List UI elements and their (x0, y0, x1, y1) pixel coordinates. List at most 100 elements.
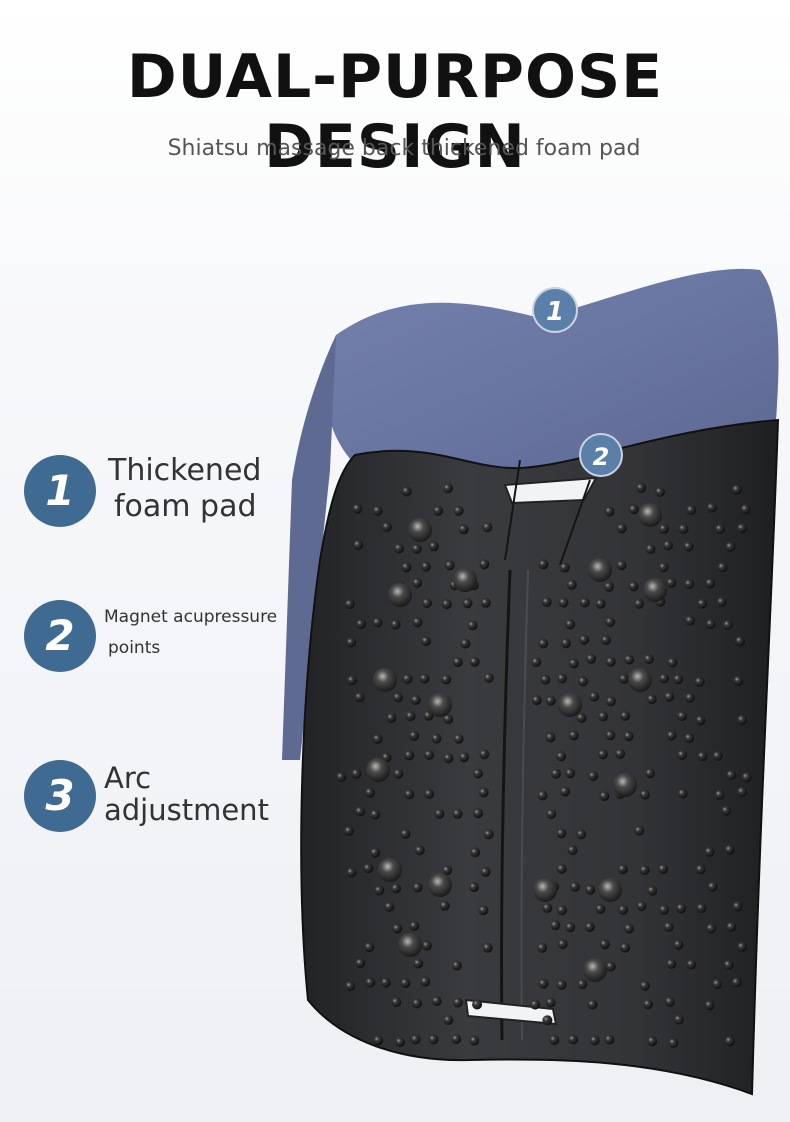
acupressure-dot (451, 960, 462, 971)
acupressure-dot (370, 847, 381, 858)
acupressure-dot (595, 598, 606, 609)
acupressure-dot (694, 676, 705, 687)
acupressure-dot (663, 540, 673, 551)
acupressure-dot (441, 599, 452, 610)
board-center-seam (500, 569, 512, 1041)
acupressure-dot (372, 505, 383, 516)
acupressure-dot (479, 749, 490, 760)
acupressure-dot (618, 673, 629, 684)
acupressure-dot (561, 638, 571, 649)
acupressure-dot (370, 809, 381, 820)
acupressure-dot (737, 714, 747, 725)
feature-number-badge: 2 (24, 600, 96, 672)
acupressure-dot (355, 619, 366, 629)
acupressure-dot (411, 543, 422, 554)
acupressure-dot (346, 675, 357, 686)
bottom-handle (464, 998, 558, 1026)
acupressure-dot (663, 921, 674, 932)
acupressure-dot (595, 904, 606, 914)
acupressure-dot (695, 864, 706, 875)
acupressure-dot (576, 712, 587, 723)
feature-label-line1: Arc (104, 761, 152, 795)
acupressure-dot (431, 733, 442, 744)
acupressure-dot (372, 617, 383, 628)
acupressure-dot (639, 789, 650, 800)
acupressure-dot (472, 999, 483, 1010)
acupressure-dot (422, 598, 432, 609)
acupressure-dot (479, 559, 490, 570)
acupressure-dot (478, 905, 489, 916)
acupressure-dot (624, 654, 635, 665)
acupressure-dot (400, 978, 411, 989)
magnet-node (598, 878, 622, 902)
acupressure-dot (444, 560, 455, 571)
acupressure-dot (352, 503, 363, 514)
acupressure-dot (645, 544, 656, 554)
acupressure-dot (722, 619, 733, 630)
acupressure-dot (404, 789, 415, 800)
acupressure-dot (634, 825, 645, 836)
acupressure-dot (586, 653, 597, 664)
acupressure-dot (616, 560, 627, 571)
acupressure-dot (707, 881, 718, 892)
acupressure-dot (673, 939, 684, 950)
acupressure-dot (402, 673, 413, 684)
acupressure-dot (664, 996, 675, 1007)
callout-magnets: 2 (579, 433, 623, 477)
acupressure-dot (413, 958, 424, 969)
magnet-node (533, 878, 557, 902)
acupressure-dot (420, 976, 431, 987)
acupressure-dot (355, 958, 366, 969)
feature-label-line2: foam pad (114, 489, 257, 524)
strap-lines (504, 459, 591, 566)
acupressure-dots (336, 482, 752, 1048)
acupressure-dot (354, 692, 365, 703)
acupressure-dot (706, 923, 717, 934)
acupressure-dot (549, 1034, 560, 1045)
acupressure-dot (392, 692, 403, 703)
acupressure-dot (433, 505, 444, 516)
acupressure-dot (423, 710, 434, 721)
acupressure-dot (741, 772, 752, 783)
acupressure-dot (372, 733, 383, 744)
acupressure-dot (560, 786, 570, 797)
acupressure-dot (605, 730, 616, 741)
page-title: DUAL-PURPOSE DESIGN (126, 42, 664, 182)
acupressure-dot (336, 772, 347, 782)
acupressure-dot (410, 695, 421, 705)
acupressure-dot (421, 940, 432, 951)
acupressure-dot (483, 829, 494, 840)
acupressure-dot (540, 674, 551, 685)
acupressure-dot (569, 881, 580, 892)
acupressure-dot (684, 733, 695, 744)
magnet-node (428, 693, 452, 717)
acupressure-dot (737, 523, 747, 534)
acupressure-dot (412, 882, 423, 893)
magnet-node (408, 518, 432, 542)
callout-foam-number: 1 (546, 297, 564, 327)
acupressure-dot (646, 694, 657, 705)
acupressure-dot (617, 864, 628, 875)
feature-label-line2: points (108, 638, 161, 658)
acupressure-dot (706, 502, 717, 513)
acupressure-dot (684, 579, 695, 589)
acupressure-dot (546, 809, 557, 819)
acupressure-dot (557, 673, 567, 684)
acupressure-dot (559, 562, 570, 573)
magnet-node (366, 758, 390, 782)
acupressure-dot (364, 942, 375, 953)
acupressure-dot (473, 808, 484, 819)
magnet-node (628, 668, 652, 692)
acupressure-dot (531, 695, 542, 706)
acupressure-dot (405, 711, 416, 722)
acupressure-dot (647, 885, 658, 896)
magnet-node (638, 503, 662, 527)
acupressure-dot (697, 751, 708, 762)
acupressure-dot (557, 905, 567, 916)
acupressure-dot (620, 710, 631, 721)
acupressure-dot (704, 846, 715, 857)
acupressure-dot (568, 730, 579, 741)
feature-label: Thickened foam pad (108, 453, 261, 525)
acupressure-dot (666, 577, 677, 588)
acupressure-dot (737, 941, 748, 952)
